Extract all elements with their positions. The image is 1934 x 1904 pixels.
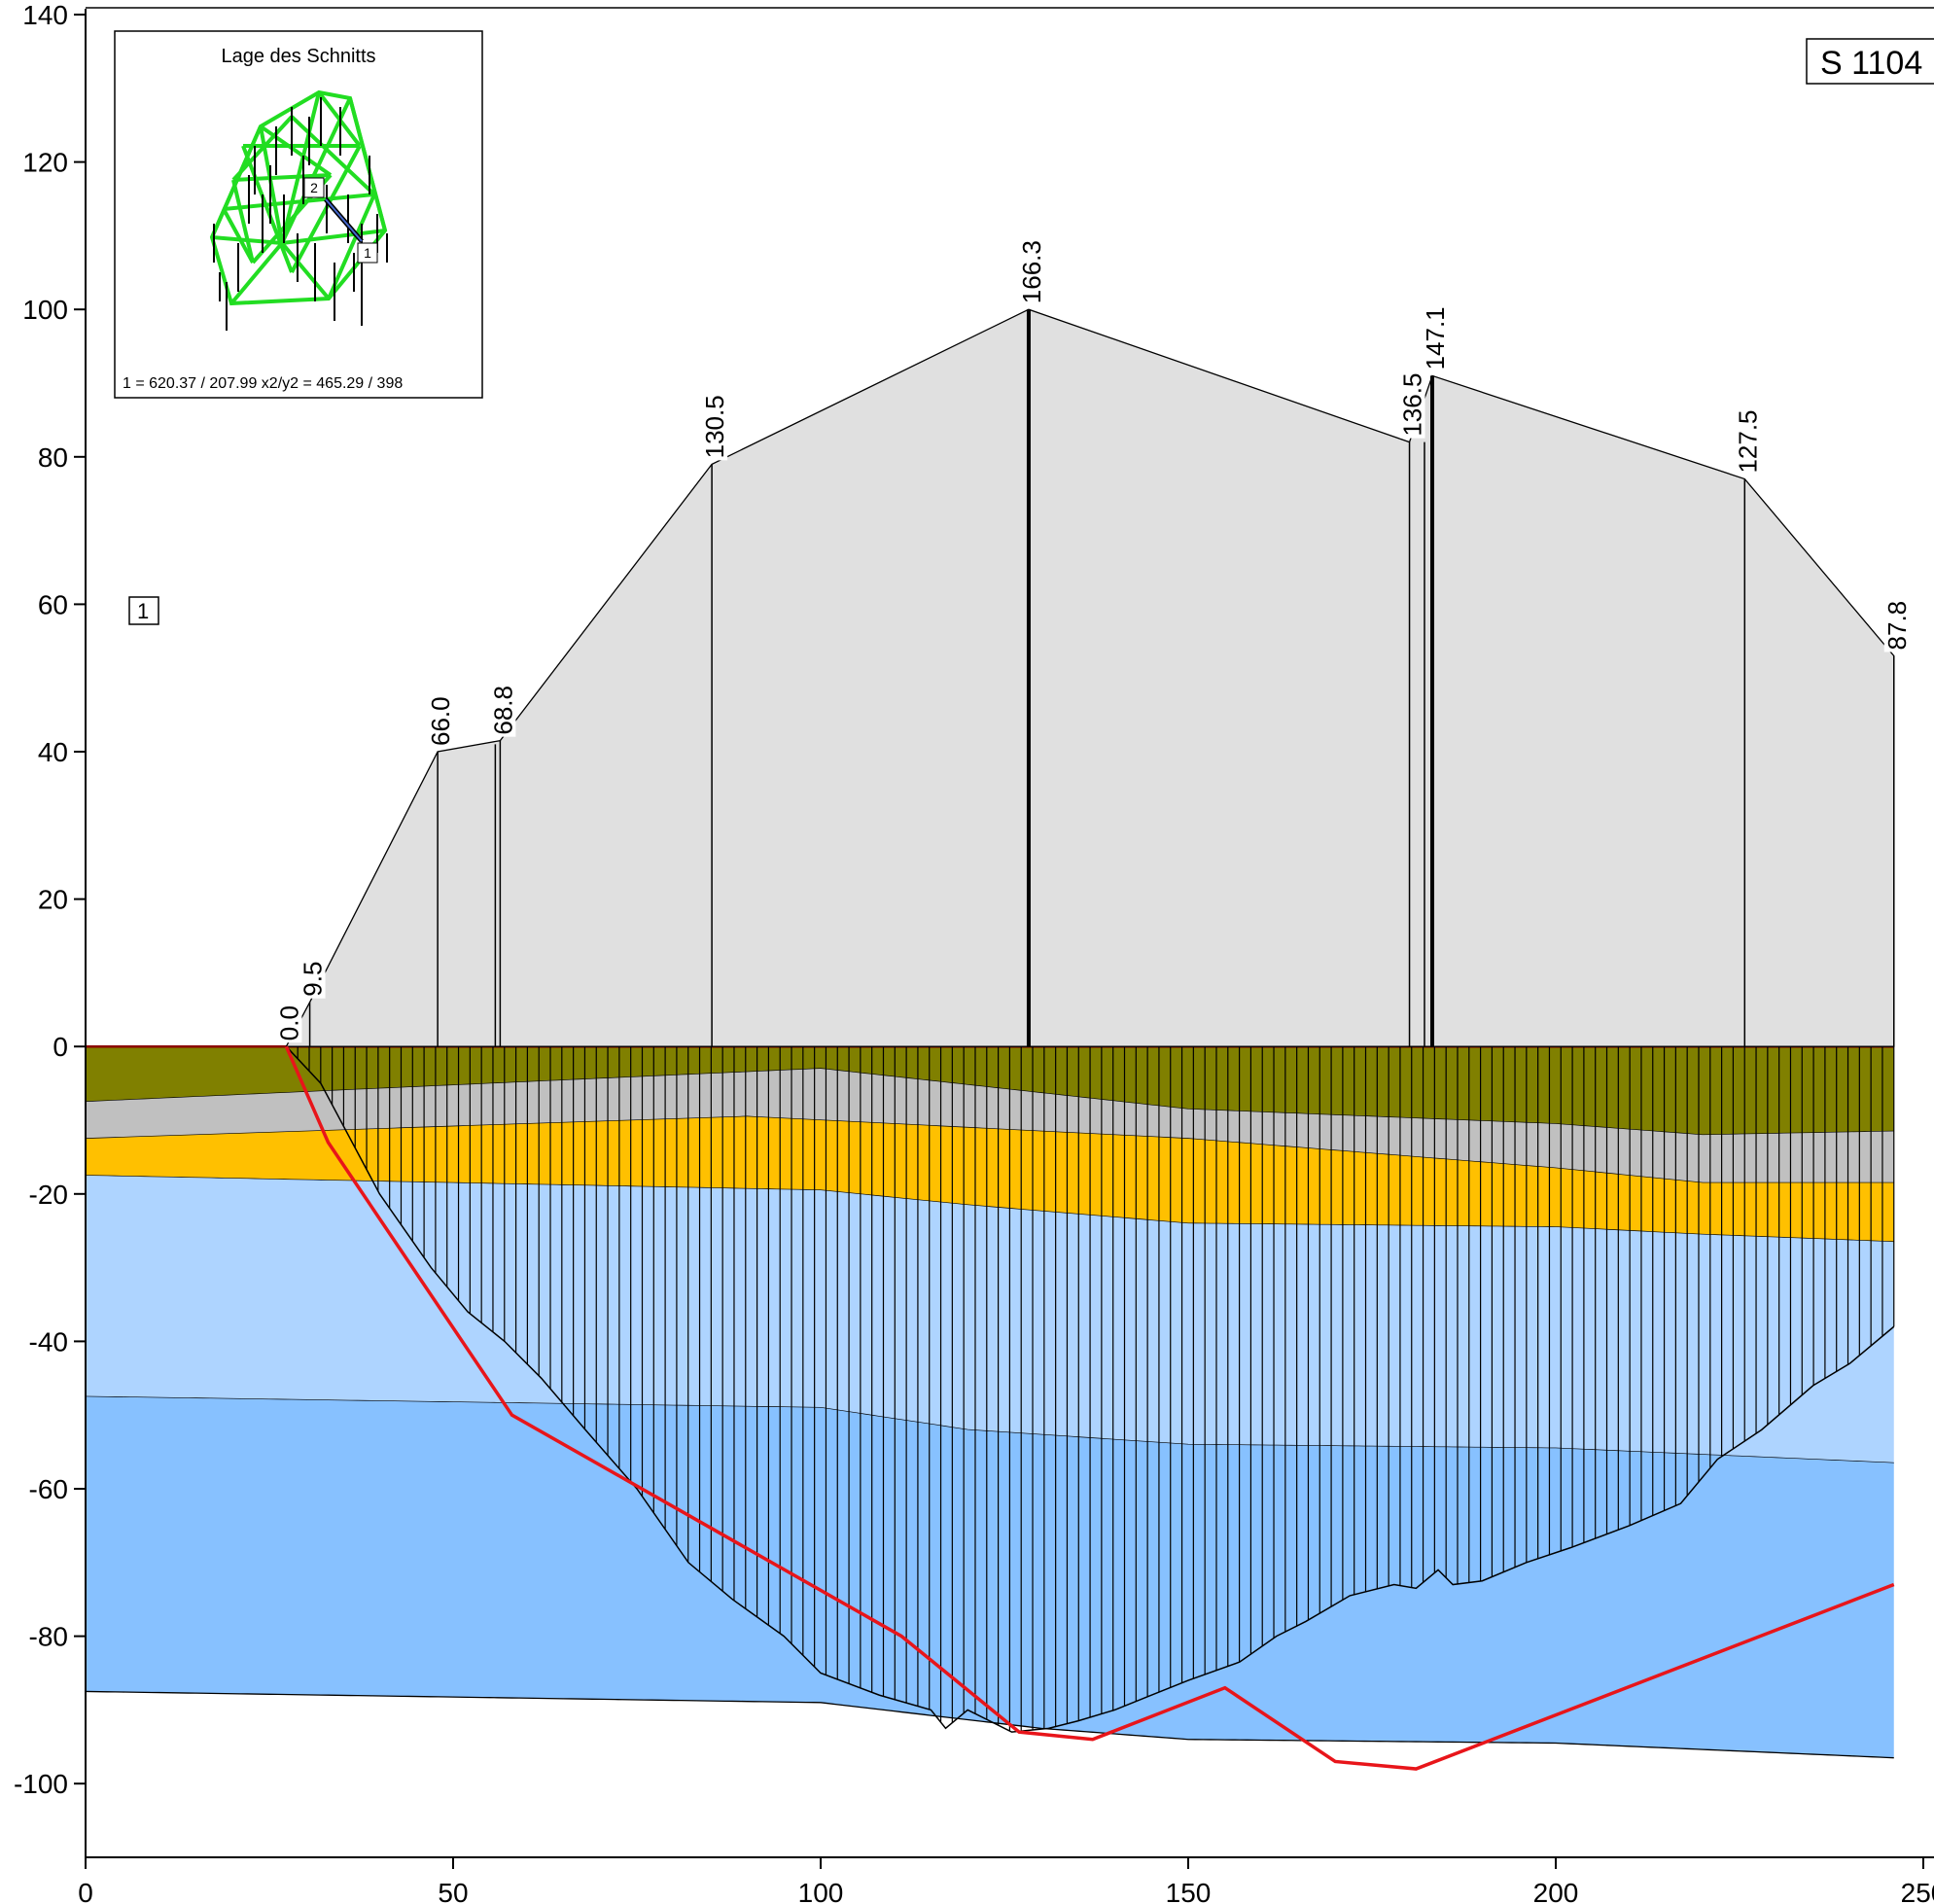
inset-point-2: 2 (310, 180, 318, 195)
load-label: 9.5 (299, 962, 328, 997)
load-label: 147.1 (1421, 306, 1450, 370)
slip-surface (285, 1045, 1895, 1733)
y-tick-label: 0 (53, 1032, 68, 1062)
y-tick-label: 80 (38, 442, 68, 473)
load-label: 130.5 (700, 395, 729, 458)
load-label: 127.5 (1733, 409, 1762, 473)
y-tick-label: 120 (22, 148, 68, 178)
section-id-box: S 1104 (1806, 38, 1934, 85)
y-tick-label: -40 (29, 1326, 68, 1357)
load-label: 68.8 (488, 686, 517, 735)
inset-network (209, 89, 388, 306)
load-label-bg (428, 678, 454, 748)
section-id: S 1104 (1820, 45, 1922, 82)
y-tick-label: -60 (29, 1474, 68, 1504)
load-label-bg (1735, 405, 1761, 476)
load-label-bg (1883, 582, 1910, 652)
soil-layer-3 (86, 1116, 1894, 1243)
y-tick-label: -20 (29, 1180, 68, 1210)
y-tick-label: -100 (14, 1769, 68, 1799)
load-labels: 0.0 9.5 66.0 68.8 130.5 166.3 136.5 147.1 127.5 8… (274, 235, 1912, 1043)
inset-borehole-ticks (213, 97, 388, 331)
x-tick-label: 200 (1533, 1878, 1579, 1904)
marker-box: 1 (128, 596, 159, 625)
load-label: 0.0 (274, 1005, 303, 1040)
soil-boundary-5 (85, 1690, 1894, 1759)
load-profile (285, 308, 1895, 1047)
load-label-bg (1018, 235, 1044, 306)
x-tick-label: 250 (1901, 1878, 1934, 1904)
slip-slices (285, 1045, 1895, 1733)
load-label: 66.0 (426, 696, 455, 746)
load-label-bg (702, 390, 728, 461)
load-label-bg (1399, 368, 1425, 439)
soil-layers (85, 1044, 1894, 1759)
x-tick-label: 50 (438, 1878, 468, 1904)
y-tick-label: 100 (22, 295, 68, 325)
load-label: 166.3 (1017, 240, 1046, 303)
soil-layer-1 (86, 1046, 1894, 1136)
soil-layer-5 (86, 1396, 1894, 1758)
inset-title: Lage des Schnitts (222, 46, 376, 67)
y-tick-label: 40 (38, 737, 68, 767)
marker-label: 1 (137, 599, 149, 623)
y-tick-label: -80 (29, 1622, 68, 1652)
load-area (285, 308, 1895, 1047)
x-tick-label: 100 (798, 1878, 844, 1904)
load-label: 87.8 (1882, 601, 1912, 651)
load-label-bg (490, 666, 516, 737)
inset-map: Lage des Schnitts (114, 30, 483, 399)
soil-layer-2 (86, 1068, 1894, 1183)
load-label-bg (299, 928, 326, 999)
load-label-bg (1422, 301, 1448, 372)
y-tick-label: 20 (38, 885, 68, 915)
soil-layer-4 (86, 1175, 1894, 1463)
x-tick-label: 150 (1166, 1878, 1212, 1904)
inset-point-1: 1 (364, 245, 371, 261)
inset-coordinates: 1 = 620.37 / 207.99 x2/y2 = 465.29 / 398 (123, 375, 403, 392)
x-tick-label: 0 (78, 1878, 93, 1904)
red-line (284, 1045, 1895, 1771)
y-tick-label: 140 (22, 0, 68, 30)
load-label: 136.5 (1398, 373, 1427, 437)
load-label-bg (276, 972, 302, 1043)
y-tick-label: 60 (38, 589, 68, 619)
red-line-layer (284, 1045, 1895, 1771)
